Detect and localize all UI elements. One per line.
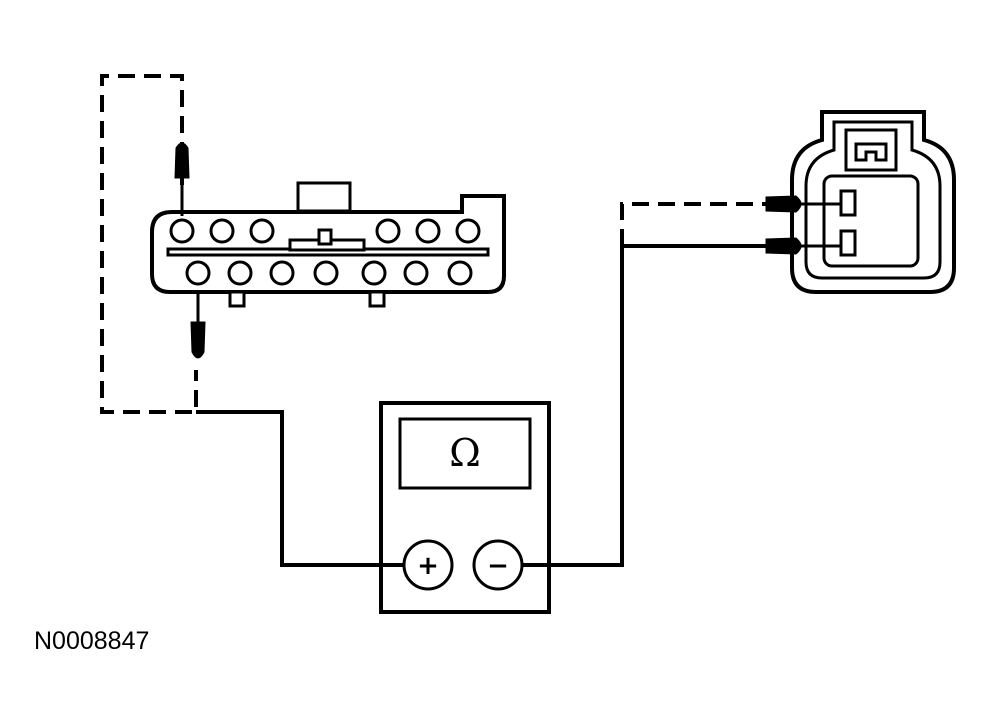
connector-pin	[415, 218, 441, 244]
two-pin-connector-latch-notch	[854, 142, 888, 162]
probe-upper-right	[765, 195, 841, 213]
probe-upper-left	[174, 142, 190, 216]
negative-test-lead	[522, 244, 766, 567]
negative-port-label: −	[487, 551, 509, 581]
connector-tab	[228, 290, 246, 308]
connector-pin	[375, 218, 401, 244]
connector-pin	[455, 218, 481, 244]
positive-port-label: +	[417, 551, 439, 581]
connector-pin	[447, 260, 473, 286]
probe-lower-left	[190, 290, 206, 359]
multimeter-display	[398, 417, 532, 490]
connector-tab	[368, 290, 386, 308]
connector-pin	[313, 260, 339, 286]
multimeter: Ω + −	[379, 401, 551, 614]
connector-pin	[249, 218, 275, 244]
connector-pin	[169, 218, 195, 244]
dashed-jumper-right	[620, 202, 766, 246]
ohm-symbol: Ω	[449, 431, 481, 475]
connector-latch	[296, 181, 352, 213]
connector-pin	[361, 260, 387, 286]
two-pin-terminal	[839, 189, 857, 217]
connector-key-post	[317, 228, 333, 246]
positive-test-lead	[196, 410, 404, 567]
connector-pin	[185, 260, 211, 286]
connector-pin	[209, 218, 235, 244]
two-pin-terminal	[839, 229, 857, 257]
two-pin-connector-face	[822, 174, 920, 268]
probe-lower-right	[765, 237, 841, 255]
multi-pin-connector	[150, 181, 506, 308]
connector-pin	[269, 260, 295, 286]
jumper-wire	[100, 74, 198, 414]
two-pin-connector	[790, 110, 956, 294]
figure-reference-code: N0008847	[34, 627, 149, 655]
connector-pin	[403, 260, 429, 286]
connector-pin	[227, 260, 253, 286]
